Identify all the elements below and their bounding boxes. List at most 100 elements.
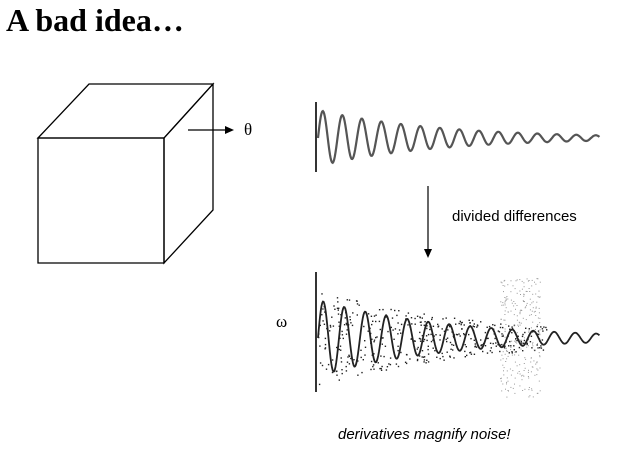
noise-dot <box>397 345 399 347</box>
noise-dot <box>518 346 521 349</box>
noise-dot <box>532 342 534 344</box>
noise-dot <box>523 375 525 377</box>
noise-dot <box>543 326 545 328</box>
noise-dot <box>518 325 519 327</box>
noise-dot <box>537 333 540 336</box>
noise-dot <box>522 342 525 344</box>
noise-dot <box>500 301 502 303</box>
noise-dot <box>537 317 539 319</box>
noise-dot <box>505 297 507 299</box>
noise-dot <box>489 350 492 352</box>
noise-dot <box>522 350 524 352</box>
noise-dot <box>416 359 419 362</box>
noise-dot <box>502 383 504 385</box>
noise-dot <box>503 374 505 376</box>
noise-dot <box>516 332 518 334</box>
noise-dot <box>504 304 506 306</box>
noise-dot <box>533 349 535 351</box>
noise-dot <box>539 322 541 324</box>
noise-dot <box>340 349 342 351</box>
noise-dot <box>513 301 515 302</box>
noise-dot <box>373 339 376 341</box>
noise-dot <box>539 356 541 358</box>
noise-dot <box>501 304 503 306</box>
noise-dot <box>507 351 509 352</box>
noise-dot <box>394 328 397 330</box>
noise-dot <box>364 340 366 342</box>
noise-dot <box>426 327 428 330</box>
noise-dot <box>397 333 399 335</box>
noise-dot <box>449 325 451 328</box>
noise-dot <box>535 283 537 285</box>
noise-dot <box>449 355 451 357</box>
noise-dot <box>340 361 343 363</box>
noise-dot <box>521 379 523 381</box>
noise-dot <box>515 339 516 341</box>
noise-dot <box>536 278 538 280</box>
noise-dot <box>523 363 525 364</box>
noise-dot <box>484 345 487 347</box>
noise-dot <box>523 295 525 297</box>
noise-dot <box>520 339 521 341</box>
noise-dot <box>367 330 369 332</box>
noise-dot <box>383 355 385 358</box>
noise-dot <box>385 369 388 371</box>
noise-dot <box>522 390 524 391</box>
noise-dot <box>473 339 475 341</box>
noise-dot <box>519 364 521 366</box>
noise-dot <box>515 341 517 343</box>
noise-dot <box>474 343 476 345</box>
noise-dot <box>435 334 437 336</box>
noise-dot <box>324 337 327 340</box>
noise-dot <box>419 340 422 342</box>
noise-dot <box>521 343 523 345</box>
noise-dot <box>530 371 532 373</box>
noise-dot <box>480 339 482 341</box>
noise-dot <box>519 310 521 312</box>
noise-dot <box>375 320 377 323</box>
noise-dot <box>541 339 544 341</box>
noise-dot <box>509 328 511 330</box>
noise-dot <box>418 355 421 357</box>
noise-dot <box>387 330 389 333</box>
noise-dot <box>505 388 506 390</box>
noise-dot <box>349 316 351 318</box>
noise-dot <box>404 361 407 363</box>
noise-dot <box>474 346 476 348</box>
noise-dot <box>501 343 503 346</box>
noise-dot <box>367 313 370 315</box>
noise-dot <box>321 364 324 367</box>
noise-dot <box>421 317 423 319</box>
noise-dot <box>537 278 539 280</box>
noise-dot <box>532 331 534 333</box>
noise-dot <box>455 333 458 336</box>
noise-dot <box>502 358 504 360</box>
noise-dot <box>532 321 534 323</box>
noise-dot <box>515 338 517 340</box>
noise-dot <box>519 311 521 313</box>
noise-dot <box>518 371 520 372</box>
noise-dot <box>405 353 408 356</box>
noise-dot <box>372 320 374 322</box>
noise-dot <box>461 328 463 330</box>
noise-dot <box>349 319 351 321</box>
noise-dot <box>325 368 328 370</box>
noise-dot <box>379 328 381 331</box>
noise-dot <box>506 377 508 379</box>
noise-dot <box>386 366 389 368</box>
noise-dot <box>381 343 383 345</box>
noise-dot <box>423 324 425 326</box>
noise-dot <box>503 347 506 349</box>
noise-dot <box>319 345 321 347</box>
noise-dot <box>514 351 516 353</box>
noise-dot <box>437 323 439 326</box>
noise-dot <box>506 349 508 351</box>
noise-dot <box>391 317 394 319</box>
noise-dot <box>537 392 539 394</box>
noise-dot <box>510 299 512 301</box>
noise-dot <box>395 363 398 365</box>
noise-dot <box>390 308 392 311</box>
noise-dot <box>416 358 419 361</box>
noise-dot <box>532 396 534 398</box>
noise-dot <box>535 315 537 316</box>
